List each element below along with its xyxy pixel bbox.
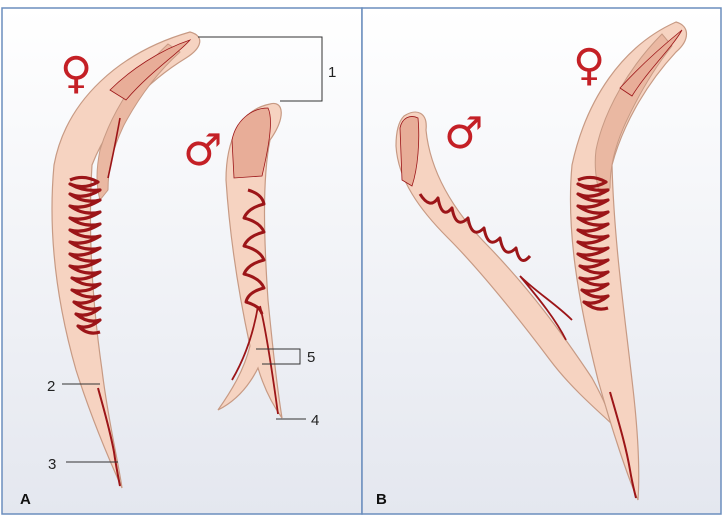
panel-a-letter: A [20,491,31,508]
panel-a: ♀ ♂ 1 2 3 4 5 A [2,8,362,514]
female-symbol-b: ♀ [573,40,605,91]
callout-2-label: 2 [47,378,55,395]
panel-b: ♂ ♀ B [362,8,721,514]
male-symbol-a: ♂ [183,125,222,176]
panel-b-frame [362,8,721,514]
female-symbol-a: ♀ [60,48,92,99]
callout-3-label: 3 [48,456,56,473]
male-symbol-b: ♂ [444,108,483,159]
callout-1-label: 1 [328,64,336,81]
callout-5-label: 5 [307,349,315,366]
callout-4-label: 4 [311,412,319,429]
panel-b-letter: B [376,491,387,508]
